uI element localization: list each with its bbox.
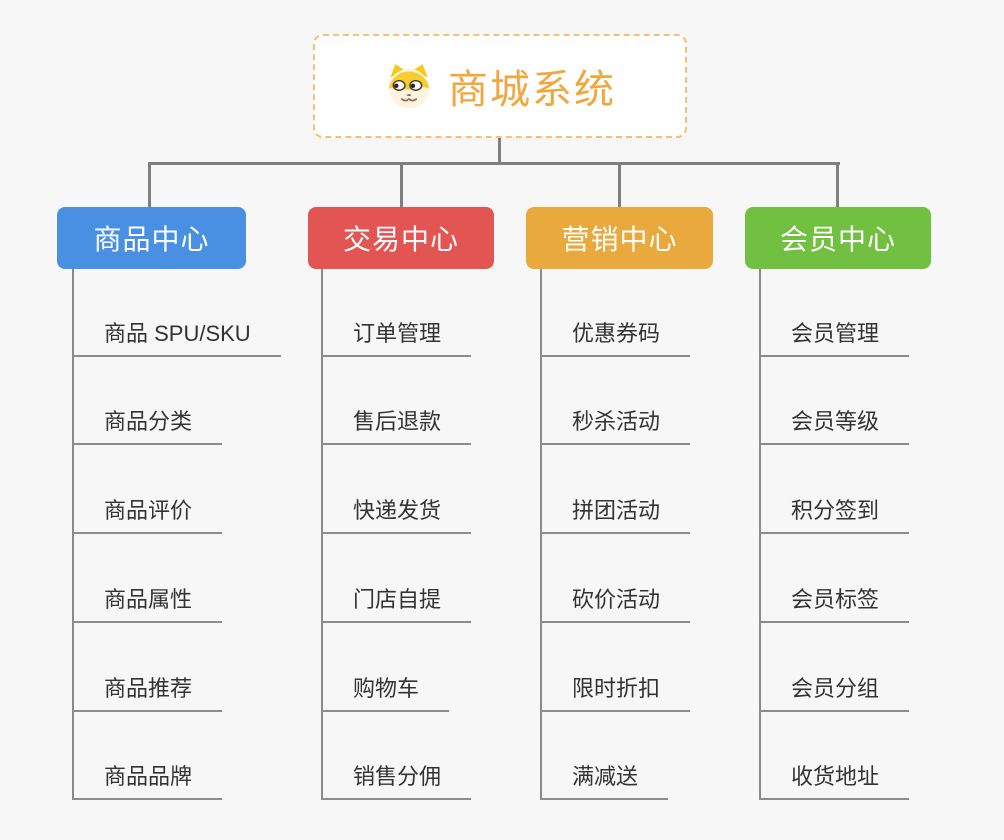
leaf-node-bargain-activity[interactable]: 砍价活动 xyxy=(540,586,691,623)
connector-drop-3 xyxy=(618,162,621,208)
leaf-node-limited-time-discount[interactable]: 限时折扣 xyxy=(540,675,691,712)
leaf-node-product-category[interactable]: 商品分类 xyxy=(72,408,223,445)
trunk-line-members xyxy=(759,269,761,800)
leaf-node-member-management[interactable]: 会员管理 xyxy=(759,320,910,357)
leaf-node-points-checkin[interactable]: 积分签到 xyxy=(759,497,910,534)
leaf-node-shopping-cart[interactable]: 购物车 xyxy=(321,675,450,712)
leaf-node-store-pickup[interactable]: 门店自提 xyxy=(321,586,472,623)
leaf-node-product-spu-sku[interactable]: 商品 SPU/SKU xyxy=(72,320,281,357)
branch-label: 营销中心 xyxy=(561,224,678,255)
trunk-line-products xyxy=(72,269,74,800)
leaf-node-full-reduction[interactable]: 满减送 xyxy=(540,763,669,800)
leaf-node-member-groups[interactable]: 会员分组 xyxy=(759,675,910,712)
connector-drop-4 xyxy=(836,162,839,208)
leaf-node-sales-commission[interactable]: 销售分佣 xyxy=(321,763,472,800)
root-node[interactable]: 商城系统 xyxy=(313,34,687,138)
connector-drop-2 xyxy=(400,162,403,208)
trunk-line-marketing xyxy=(540,269,542,800)
connector-drop-1 xyxy=(148,162,151,208)
branch-node-marketing[interactable]: 营销中心 xyxy=(526,207,713,269)
leaf-node-flash-sale[interactable]: 秒杀活动 xyxy=(540,408,691,445)
leaf-node-express-delivery[interactable]: 快递发货 xyxy=(321,497,472,534)
leaf-node-product-attribute[interactable]: 商品属性 xyxy=(72,586,223,623)
leaf-node-product-recommend[interactable]: 商品推荐 xyxy=(72,675,223,712)
dog-face-icon xyxy=(384,63,434,109)
leaf-node-coupon-code[interactable]: 优惠券码 xyxy=(540,320,691,357)
branch-node-products[interactable]: 商品中心 xyxy=(57,207,246,269)
leaf-node-product-brand[interactable]: 商品品牌 xyxy=(72,763,223,800)
leaf-node-shipping-address[interactable]: 收货地址 xyxy=(759,763,910,800)
trunk-line-trade xyxy=(321,269,323,800)
leaf-node-product-review[interactable]: 商品评价 xyxy=(72,497,223,534)
connector-horizontal xyxy=(148,162,840,165)
branch-node-trade[interactable]: 交易中心 xyxy=(308,207,494,269)
branch-label: 交易中心 xyxy=(342,224,459,255)
leaf-node-member-level[interactable]: 会员等级 xyxy=(759,408,910,445)
connector-root-stub xyxy=(498,137,501,163)
leaf-node-member-tags[interactable]: 会员标签 xyxy=(759,586,910,623)
leaf-node-group-buy[interactable]: 拼团活动 xyxy=(540,497,691,534)
leaf-node-aftersale-refund[interactable]: 售后退款 xyxy=(321,408,472,445)
root-title: 商城系统 xyxy=(448,68,616,112)
branch-label: 商品中心 xyxy=(93,224,210,255)
leaf-node-order-management[interactable]: 订单管理 xyxy=(321,320,472,357)
branch-label: 会员中心 xyxy=(779,224,896,255)
branch-node-members[interactable]: 会员中心 xyxy=(745,207,931,269)
